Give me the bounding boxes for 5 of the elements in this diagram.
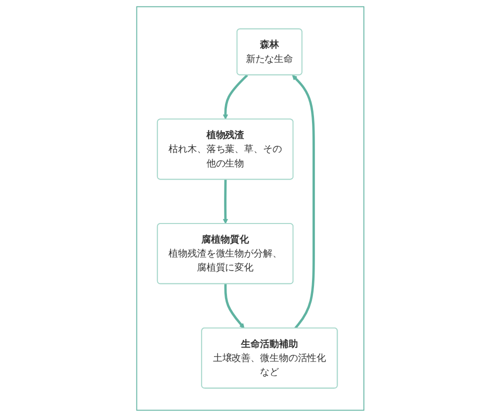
arrow bbox=[224, 284, 244, 328]
arrow bbox=[292, 74, 315, 330]
arrow bbox=[222, 74, 248, 120]
cluster bbox=[136, 6, 364, 411]
arrow bbox=[222, 180, 228, 224]
